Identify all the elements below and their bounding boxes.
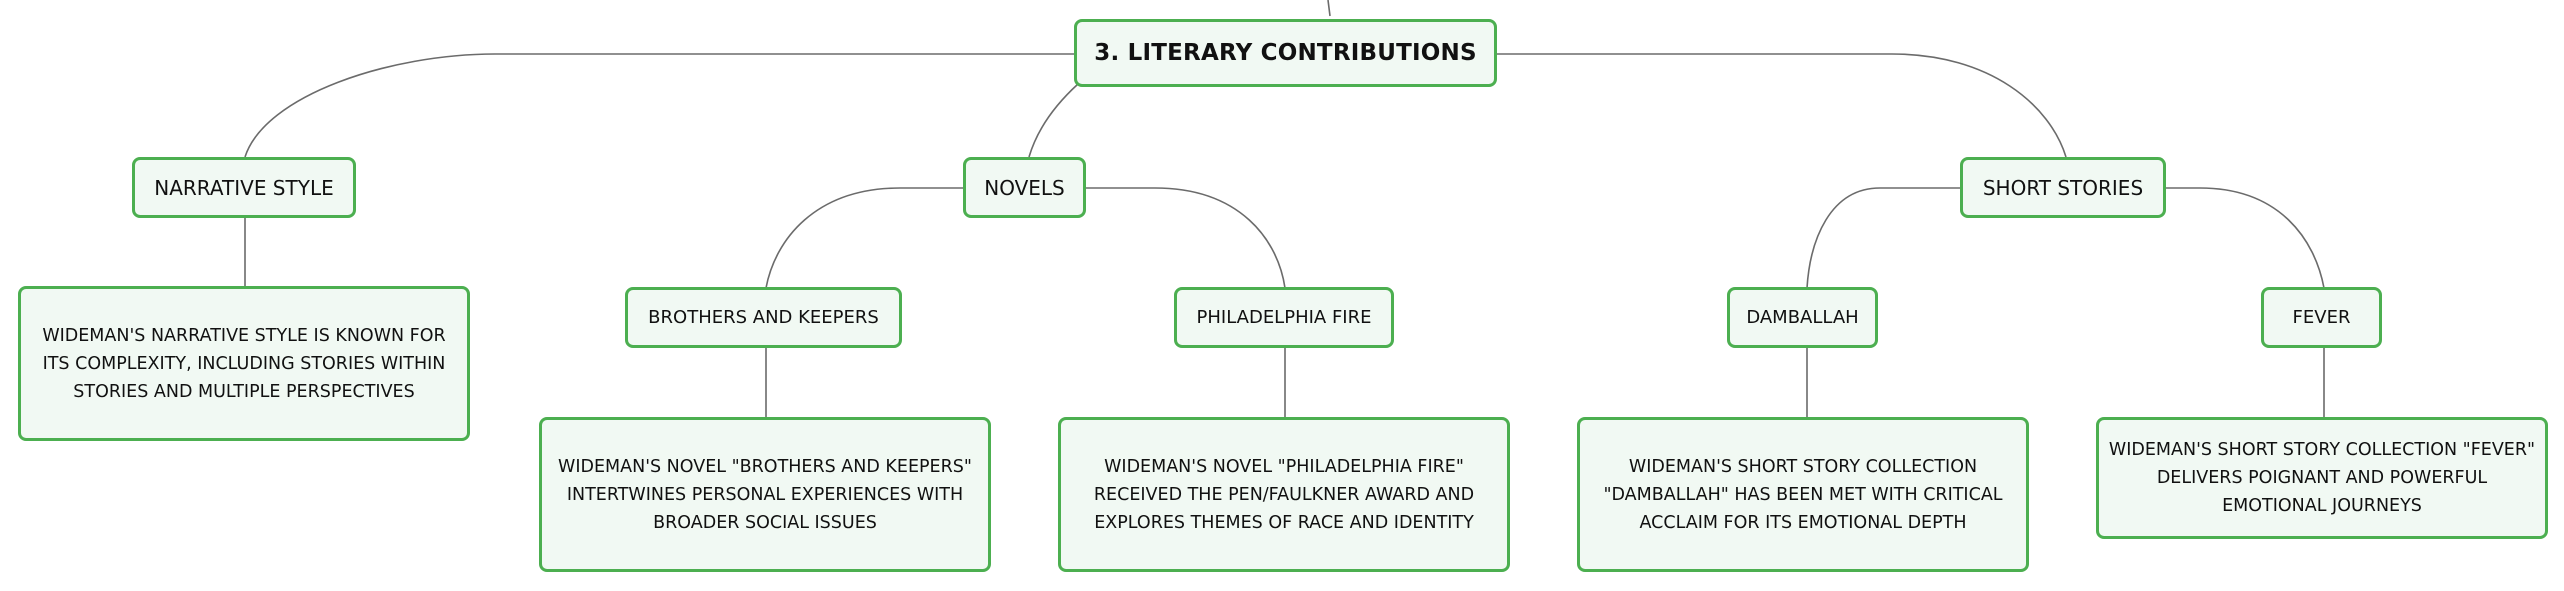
topic-node-novels[interactable]: NOVELS (963, 157, 1086, 218)
topic-node-narrative-style[interactable]: NARRATIVE STYLE (132, 157, 356, 218)
topic-label-philadelphia-fire: PHILADELPHIA FIRE (1196, 307, 1372, 328)
connector-novels-brothers (765, 187, 964, 289)
description-node-philadelphia-fire[interactable]: WIDEMAN'S NOVEL "PHILADELPHIA FIRE" RECE… (1058, 417, 1510, 572)
description-node-narrative-style[interactable]: WIDEMAN'S NARRATIVE STYLE IS KNOWN FOR I… (18, 286, 470, 441)
topic-label-short-stories: SHORT STORIES (1982, 175, 2144, 200)
root-topic-node[interactable]: 3. LITERARY CONTRIBUTIONS (1074, 19, 1497, 87)
root-topic-label: 3. LITERARY CONTRIBUTIONS (1094, 40, 1477, 66)
connector-short-stories-fever (2166, 187, 2325, 289)
topic-label-fever: FEVER (2292, 307, 2351, 328)
topic-node-short-stories[interactable]: SHORT STORIES (1960, 157, 2166, 218)
description-text-fever: WIDEMAN'S SHORT STORY COLLECTION "FEVER"… (2108, 440, 2536, 516)
connector-short-stories-damballah (1806, 187, 1962, 289)
description-node-brothers-and-keepers[interactable]: WIDEMAN'S NOVEL "BROTHERS AND KEEPERS" I… (539, 417, 991, 572)
topic-node-philadelphia-fire[interactable]: PHILADELPHIA FIRE (1174, 287, 1394, 348)
description-text-narrative-style: WIDEMAN'S NARRATIVE STYLE IS KNOWN FOR I… (42, 325, 446, 402)
connector-root-short-stories (1493, 53, 2067, 158)
topic-label-narrative-style: NARRATIVE STYLE (154, 175, 334, 200)
topic-node-damballah[interactable]: DAMBALLAH (1727, 287, 1878, 348)
connector-novels-philadelphia (1086, 187, 1286, 289)
topic-label-brothers-and-keepers: BROTHERS AND KEEPERS (648, 307, 879, 328)
description-node-fever[interactable]: WIDEMAN'S SHORT STORY COLLECTION "FEVER"… (2096, 417, 2548, 539)
description-text-damballah: WIDEMAN'S SHORT STORY COLLECTION "DAMBAL… (1603, 456, 2003, 533)
description-text-brothers-and-keepers: WIDEMAN'S NOVEL "BROTHERS AND KEEPERS" I… (558, 456, 972, 533)
topic-node-brothers-and-keepers[interactable]: BROTHERS AND KEEPERS (625, 287, 902, 348)
connector-root-narrative-style (244, 53, 1076, 158)
topic-label-damballah: DAMBALLAH (1746, 307, 1859, 328)
topic-node-fever[interactable]: FEVER (2261, 287, 2382, 348)
description-node-damballah[interactable]: WIDEMAN'S SHORT STORY COLLECTION "DAMBAL… (1577, 417, 2029, 572)
description-text-philadelphia-fire: WIDEMAN'S NOVEL "PHILADELPHIA FIRE" RECE… (1093, 456, 1475, 533)
connector-parent-to-root (1327, 0, 1331, 17)
topic-label-novels: NOVELS (984, 175, 1065, 200)
connector-root-novels (1028, 83, 1079, 158)
